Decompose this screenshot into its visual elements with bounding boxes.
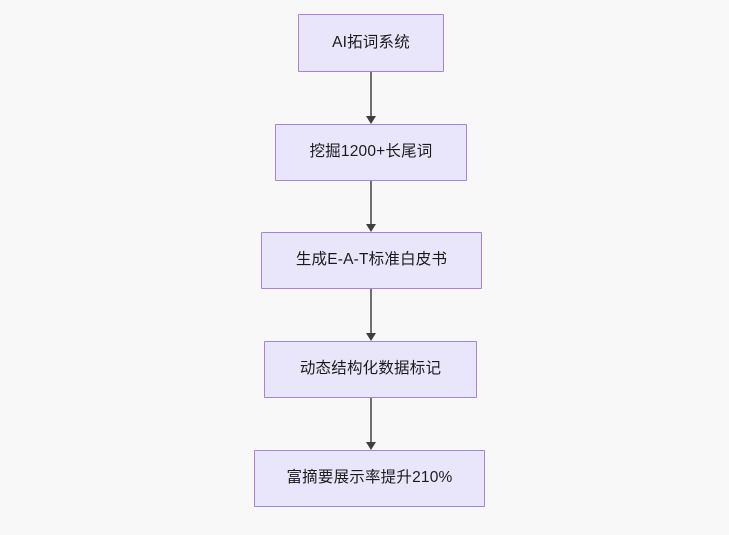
flow-edge-n3-n4 (370, 398, 372, 442)
arrow-down-icon (366, 333, 376, 341)
flow-edge-n2-n3 (370, 289, 372, 333)
arrow-down-icon (366, 442, 376, 450)
flow-node-eat-whitepaper[interactable]: 生成E-A-T标准白皮书 (261, 232, 482, 289)
flow-edge-n1-n2 (370, 181, 372, 224)
flow-node-label: 动态结构化数据标记 (299, 360, 442, 378)
flow-node-label: AI拓词系统 (332, 33, 410, 51)
flow-node-label: 富摘要展示率提升210% (286, 469, 453, 487)
flow-edge-n0-n1 (370, 72, 372, 116)
flow-node-longtail-keywords[interactable]: 挖掘1200+长尾词 (275, 124, 467, 181)
flow-node-label: 挖掘1200+长尾词 (309, 143, 433, 161)
arrow-down-icon (366, 116, 376, 124)
flow-node-structured-data-markup[interactable]: 动态结构化数据标记 (264, 341, 477, 398)
flow-node-label: 生成E-A-T标准白皮书 (295, 251, 448, 269)
flow-node-rich-snippet-result[interactable]: 富摘要展示率提升210% (254, 450, 485, 507)
flow-node-ai-keyword-system[interactable]: AI拓词系统 (298, 14, 444, 72)
arrow-down-icon (366, 224, 376, 232)
